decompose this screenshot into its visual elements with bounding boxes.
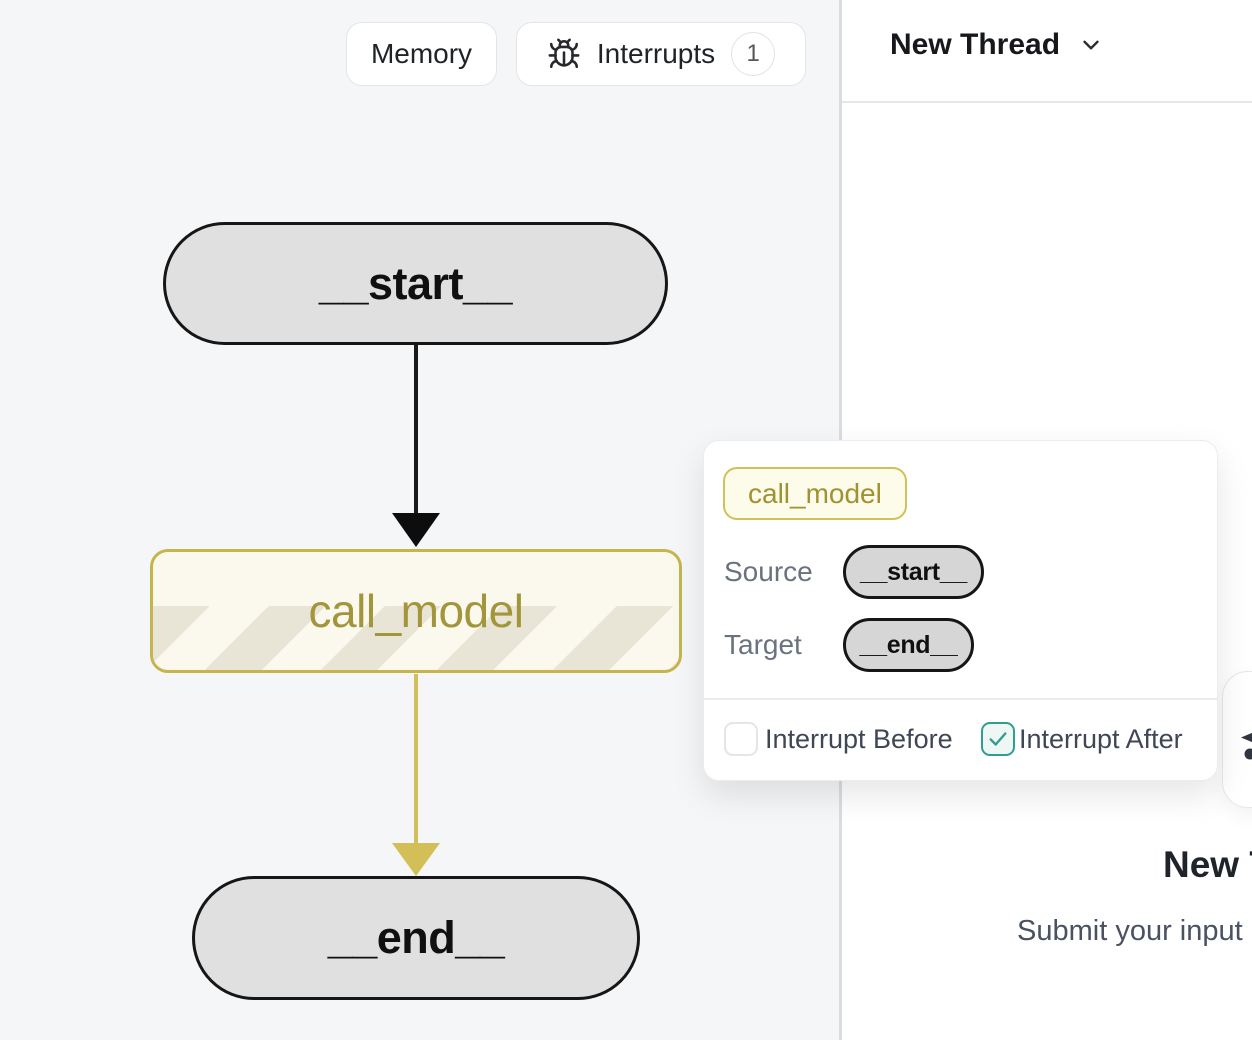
target-label: Target [724,629,802,660]
input-action-card[interactable] [1222,671,1252,808]
interrupt-before-checkbox[interactable] [724,722,758,756]
source-value-pill: __start__ [843,545,984,599]
popover-node-chip: call_model [723,467,907,520]
checkmark-icon [987,728,1009,750]
interrupt-before-label: Interrupt Before [765,724,953,754]
thread-title: New Thread [890,28,1061,61]
source-label: Source [724,556,813,587]
chevron-down-icon [1078,32,1104,58]
graph-node-end[interactable]: __end__ [192,876,640,1000]
thread-selector-dropdown[interactable]: New Thread [890,28,1104,62]
empty-state-subtext: Submit your input [1017,915,1243,947]
node-end-label: __end__ [327,912,505,963]
popover-divider [704,698,1217,700]
memory-button[interactable]: Memory [346,22,497,86]
popover-node-chip-label: call_model [748,477,882,509]
interrupt-hatch-pattern [153,606,679,670]
empty-state-heading: New Thread [1163,844,1252,885]
target-value-pill: __end__ [843,618,974,672]
node-detail-popover: call_model Source __start__ Target __end… [703,440,1218,781]
arrowhead-black [392,513,440,547]
interrupts-button-label: Interrupts [596,38,716,69]
interrupts-count-badge: 1 [731,32,776,76]
bug-icon [547,37,581,71]
node-call-model-label: call_model [308,585,524,637]
memory-button-label: Memory [370,38,473,69]
graph-node-start[interactable]: __start__ [163,222,668,345]
interrupts-button[interactable]: Interrupts 1 [516,22,806,86]
graph-node-call-model[interactable]: call_model [150,549,682,673]
header-divider [842,101,1252,103]
interrupt-after-checkbox[interactable] [981,722,1015,756]
arrowhead-yellow [392,843,440,876]
node-start-label: __start__ [318,257,513,309]
interrupt-after-label: Interrupt After [1019,724,1183,754]
fork-icon [1237,729,1252,761]
graph-canvas[interactable]: Memory Interrupts 1 __start__ call_model… [0,0,839,1040]
